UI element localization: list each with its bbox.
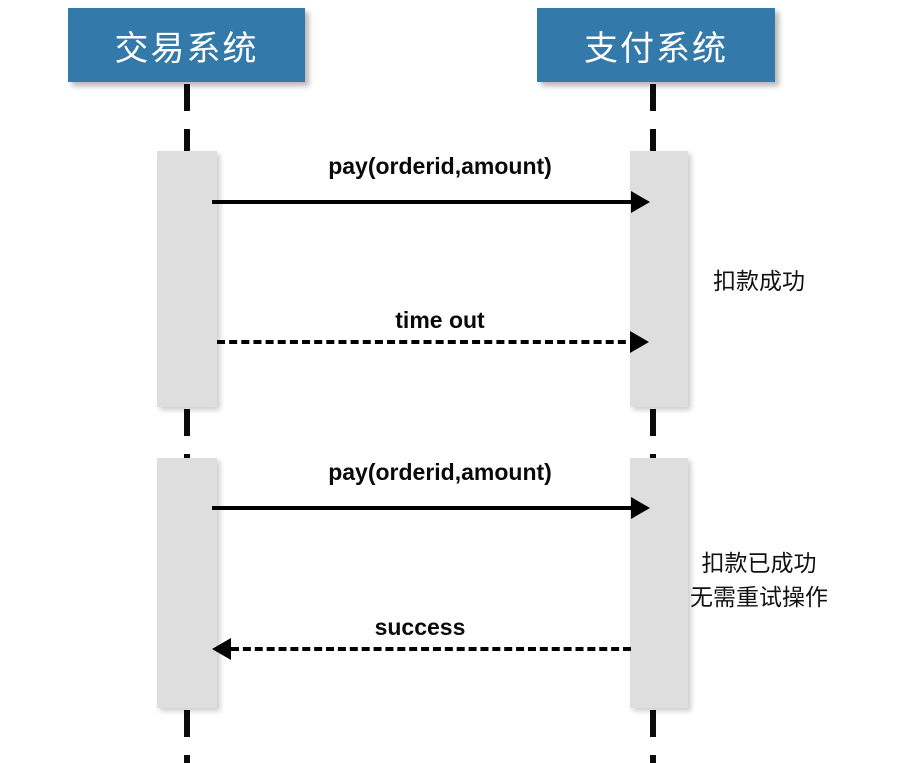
- note-line: 扣款成功: [713, 268, 805, 294]
- arrowhead-left-icon: [212, 638, 231, 660]
- activation-bar-payment-system-second: [630, 458, 688, 708]
- note-line: 无需重试操作: [690, 584, 828, 610]
- message-label-pay-request-second: pay(orderid,amount): [328, 459, 552, 485]
- participant-label-trade-system: 交易系统: [114, 29, 259, 68]
- activation-bar-trade-system-first: [157, 151, 217, 407]
- activation-bar-payment-system-first: [630, 151, 688, 407]
- lifeline-trade-system-segment-middle: [184, 409, 190, 459]
- lifeline-trade-system-segment-bottom: [184, 710, 190, 763]
- arrowhead-right-icon: [630, 331, 649, 353]
- activation-bar-trade-system-second: [157, 458, 217, 708]
- participant-label-payment-system: 支付系统: [584, 29, 728, 68]
- arrowhead-right-icon: [631, 191, 650, 213]
- lifeline-payment-system-segment-bottom: [650, 710, 656, 763]
- message-line-solid: [212, 506, 638, 510]
- lifeline-payment-system-segment-top: [650, 84, 656, 152]
- participant-box-trade-system[interactable]: 交易系统: [68, 8, 305, 82]
- lifeline-payment-system-segment-middle: [650, 409, 656, 459]
- message-label-timeout: time out: [395, 307, 485, 333]
- message-line-dashed: [217, 340, 638, 344]
- lifeline-trade-system-segment-top: [184, 84, 190, 152]
- note-deduction-succeeded: 扣款成功: [713, 264, 805, 298]
- message-line-solid: [212, 200, 638, 204]
- participant-box-payment-system[interactable]: 支付系统: [537, 8, 775, 82]
- message-line-dashed: [231, 647, 631, 651]
- arrowhead-right-icon: [631, 497, 650, 519]
- note-line: 扣款已成功: [701, 550, 817, 576]
- note-no-retry-needed: 扣款已成功 无需重试操作: [690, 546, 828, 614]
- message-label-pay-request-first: pay(orderid,amount): [328, 153, 552, 179]
- message-label-success-response: success: [374, 614, 466, 640]
